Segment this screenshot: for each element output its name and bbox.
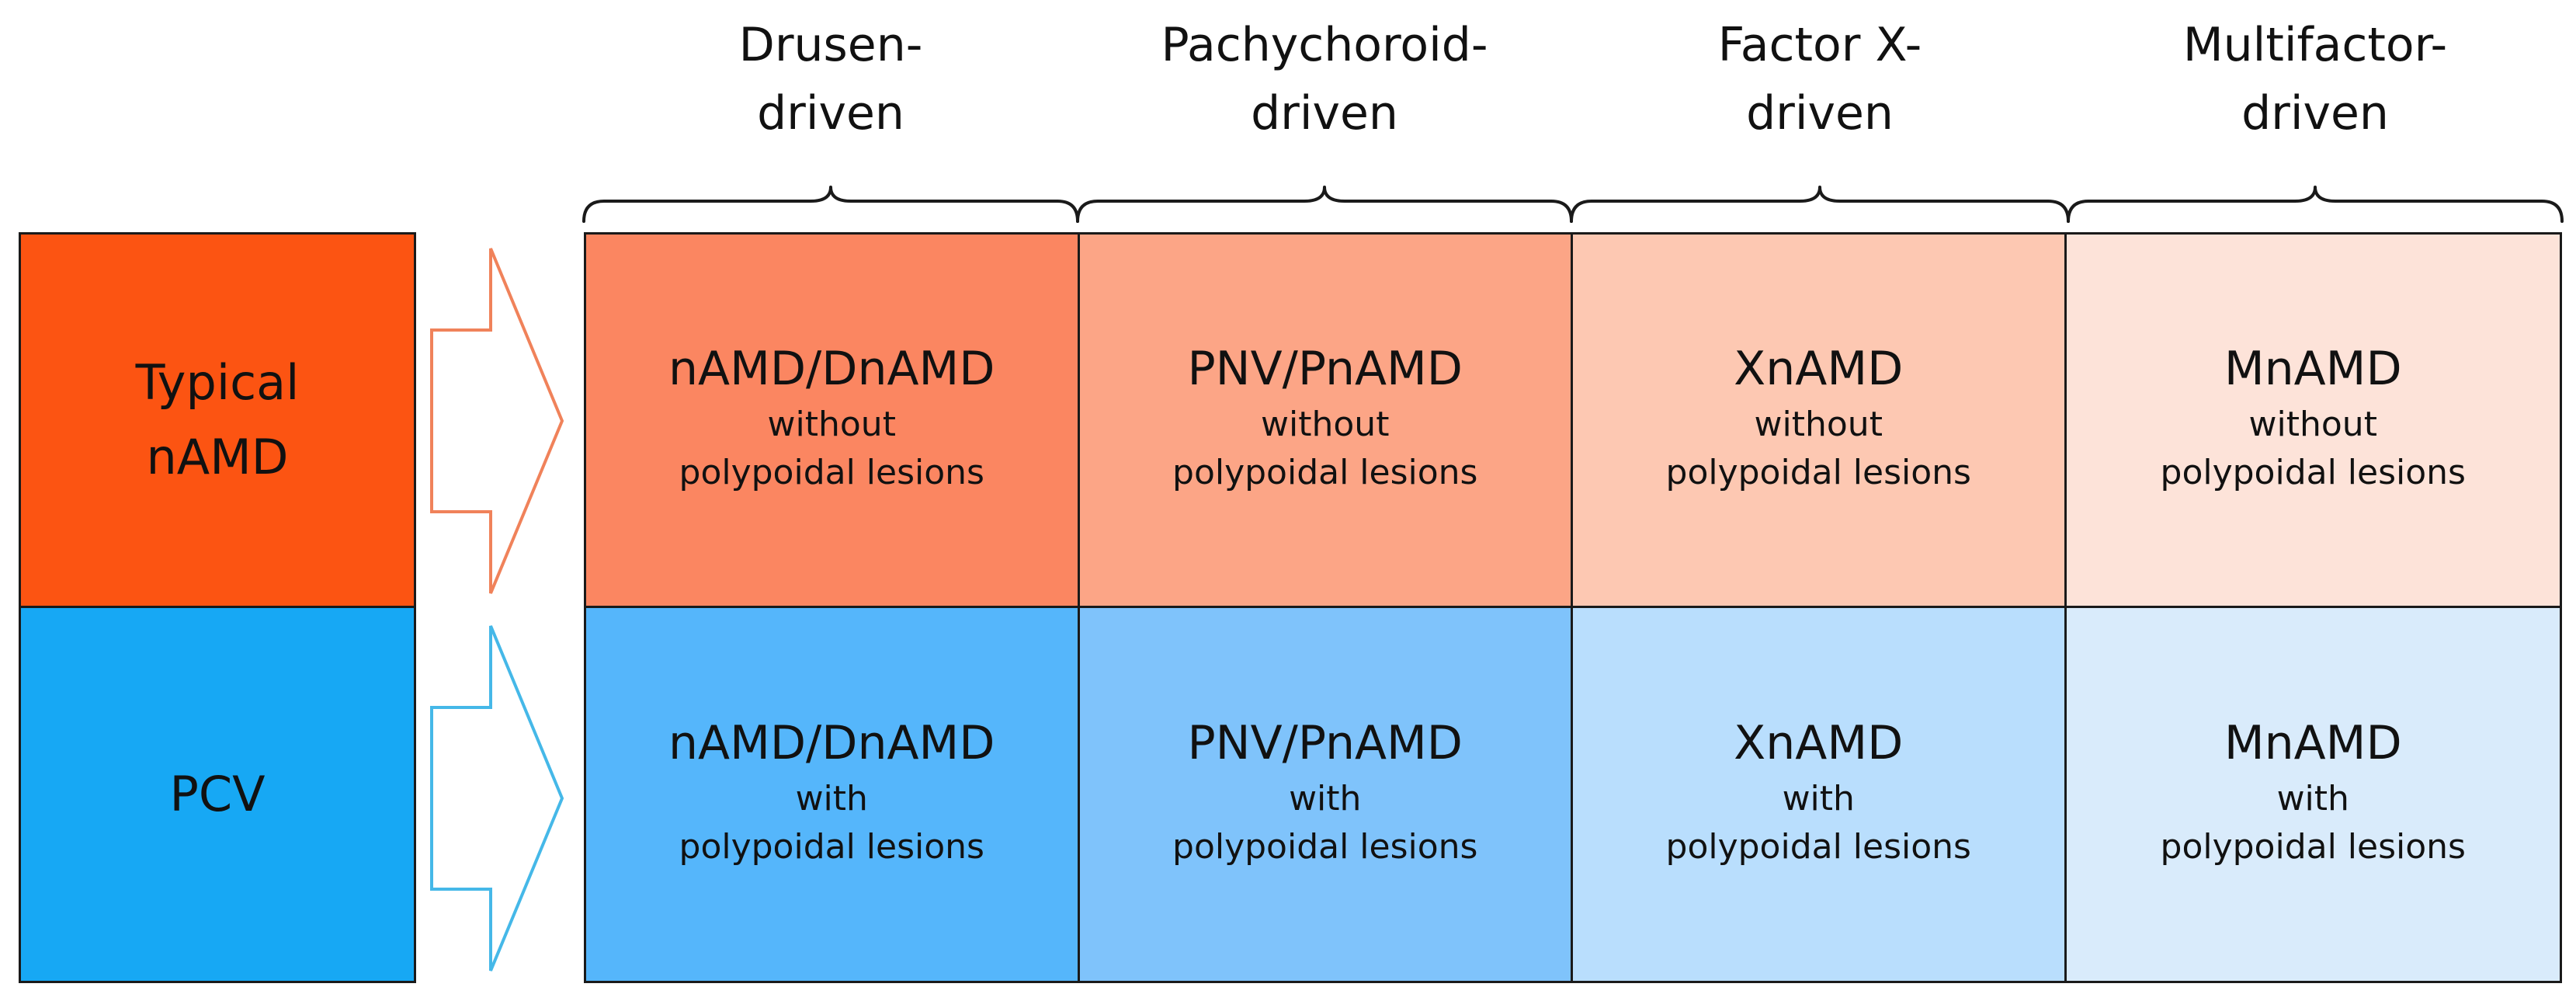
column-header-line1: Factor X- bbox=[1717, 18, 1922, 72]
category-label-line1: Typical bbox=[135, 354, 300, 411]
column-header-line1: Multifactor- bbox=[2182, 18, 2448, 72]
cell-pachychoroid-with: PNV/PnAMD with polypoidal lesions bbox=[1079, 607, 1573, 981]
column-header-line2: driven bbox=[2241, 86, 2389, 141]
cell-qualifier: without bbox=[767, 404, 896, 444]
cell-title: nAMD/DnAMD bbox=[668, 341, 995, 396]
cell-pachychoroid-without: PNV/PnAMD without polypoidal lesions bbox=[1079, 235, 1573, 608]
cell-subtitle: polypoidal lesions bbox=[1665, 452, 1971, 492]
cell-title: MnAMD bbox=[2224, 341, 2402, 396]
cell-multifactor-without: MnAMD without polypoidal lesions bbox=[2066, 235, 2560, 608]
cell-subtitle: polypoidal lesions bbox=[2160, 826, 2466, 867]
cell-factor-x-without: XnAMD without polypoidal lesions bbox=[1573, 235, 2067, 608]
category-pcv: PCV bbox=[19, 606, 416, 983]
column-header-line2: driven bbox=[757, 86, 904, 141]
cell-subtitle: polypoidal lesions bbox=[2160, 452, 2466, 492]
cell-multifactor-with: MnAMD with polypoidal lesions bbox=[2066, 607, 2560, 981]
cell-qualifier: with bbox=[795, 778, 868, 818]
cell-qualifier: without bbox=[2248, 404, 2377, 444]
column-header-line2: driven bbox=[1251, 86, 1398, 141]
cell-subtitle: polypoidal lesions bbox=[679, 452, 984, 492]
cell-subtitle: polypoidal lesions bbox=[1172, 452, 1478, 492]
cell-subtitle: polypoidal lesions bbox=[1665, 826, 1971, 867]
classification-grid: nAMD/DnAMD without polypoidal lesions PN… bbox=[584, 232, 2562, 983]
arrow-pcv-icon bbox=[430, 625, 564, 971]
column-header-factor-x: Factor X- driven bbox=[1571, 11, 2068, 148]
cell-qualifier: with bbox=[2276, 778, 2349, 818]
cell-drusen-without: nAMD/DnAMD without polypoidal lesions bbox=[586, 235, 1080, 608]
cell-subtitle: polypoidal lesions bbox=[1172, 826, 1478, 867]
brace-pachychoroid bbox=[1076, 186, 1573, 223]
cell-title: MnAMD bbox=[2224, 715, 2402, 770]
column-header-line2: driven bbox=[1746, 86, 1894, 141]
column-header-line1: Drusen- bbox=[738, 18, 923, 72]
column-header-line1: Pachychoroid- bbox=[1161, 18, 1488, 72]
column-header-pachychoroid: Pachychoroid- driven bbox=[1076, 11, 1573, 148]
cell-title: XnAMD bbox=[1734, 715, 1904, 770]
brace-multifactor bbox=[2067, 186, 2564, 223]
cell-qualifier: with bbox=[1782, 778, 1855, 818]
column-braces bbox=[582, 186, 2564, 223]
cell-title: PNV/PnAMD bbox=[1187, 715, 1463, 770]
cell-title: XnAMD bbox=[1734, 341, 1904, 396]
cell-qualifier: with bbox=[1289, 778, 1362, 818]
cell-drusen-with: nAMD/DnAMD with polypoidal lesions bbox=[586, 607, 1080, 981]
category-label-line2: nAMD bbox=[146, 429, 289, 485]
cell-subtitle: polypoidal lesions bbox=[679, 826, 984, 867]
arrow-typical-icon bbox=[430, 248, 564, 594]
cell-factor-x-with: XnAMD with polypoidal lesions bbox=[1573, 607, 2067, 981]
cell-title: PNV/PnAMD bbox=[1187, 341, 1463, 396]
cell-qualifier: without bbox=[1754, 404, 1883, 444]
column-header-multifactor: Multifactor- driven bbox=[2067, 11, 2564, 148]
cell-qualifier: without bbox=[1261, 404, 1390, 444]
column-header-drusen: Drusen- driven bbox=[582, 11, 1079, 148]
cell-title: nAMD/DnAMD bbox=[668, 715, 995, 770]
category-typical-namd: Typical nAMD bbox=[19, 232, 416, 608]
brace-factor-x bbox=[1570, 186, 2070, 223]
category-label-line1: PCV bbox=[169, 766, 266, 822]
brace-drusen bbox=[582, 186, 1079, 223]
